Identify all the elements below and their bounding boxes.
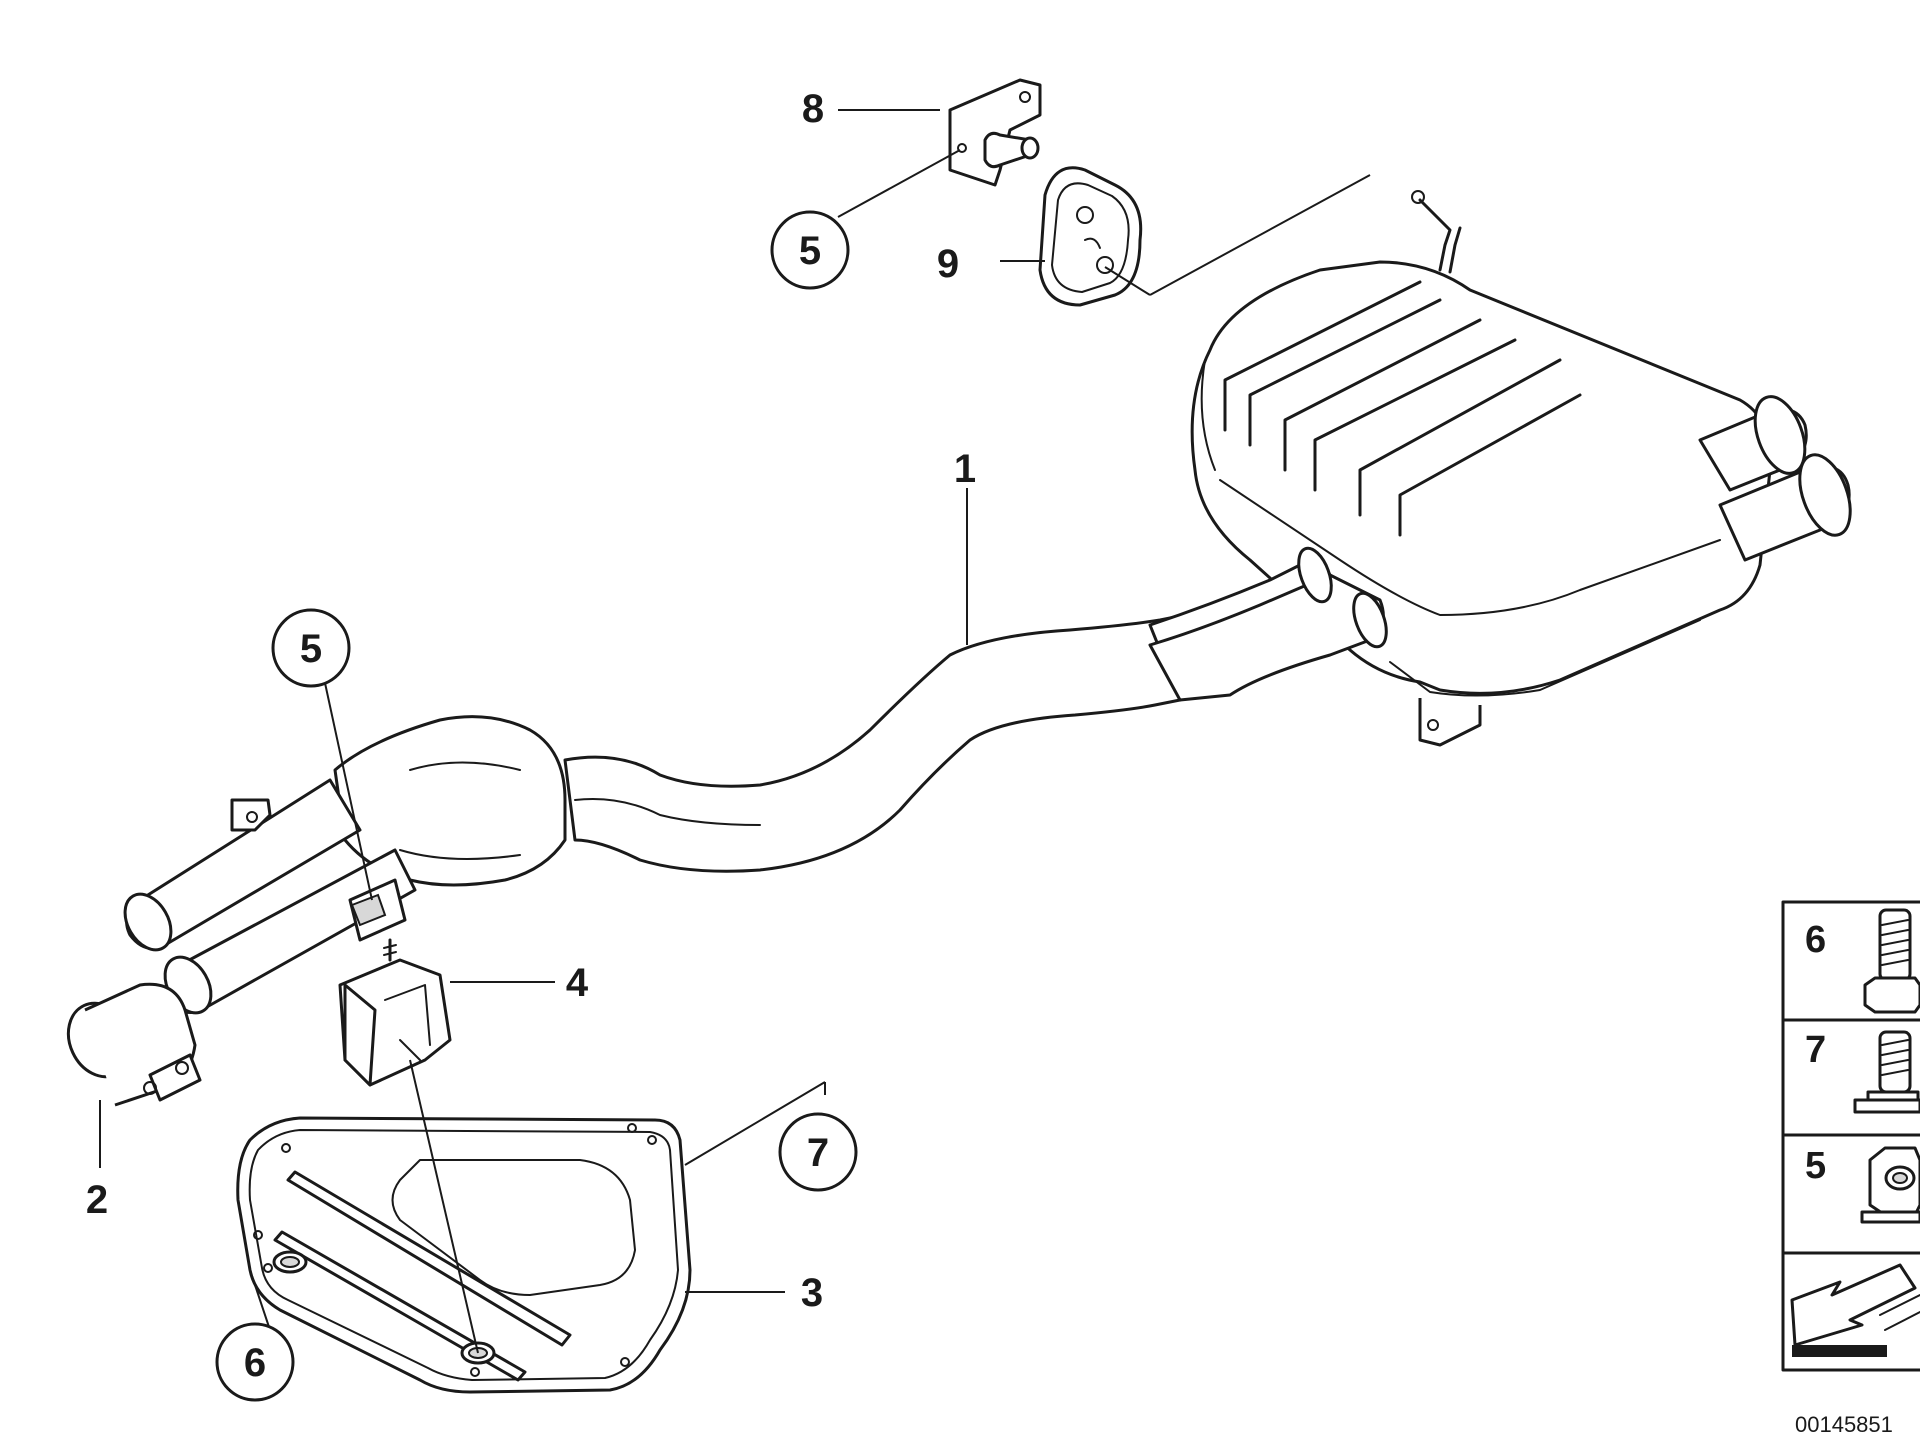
legend-row-direction-arrow (1790, 1263, 1920, 1357)
flange-bolt-icon (1853, 1030, 1920, 1114)
callout-4: 4 (566, 961, 589, 1005)
callout-2: 2 (86, 1178, 108, 1222)
rubber-mount (338, 938, 452, 1087)
direction-arrow-icon (1790, 1263, 1920, 1357)
hex-nut-icon (1860, 1146, 1920, 1224)
legend-row-hex-nut: 5 (1805, 1145, 1920, 1224)
hex-bolt-icon (1863, 908, 1920, 1014)
callout-label: 3 (801, 1271, 823, 1315)
callout-circle (215, 1322, 295, 1402)
hanger-bracket (948, 78, 1042, 187)
callout-circle (271, 608, 351, 688)
callout-circle (770, 210, 850, 290)
callout-5-top: 5 (770, 210, 850, 290)
callout-label: 4 (566, 961, 589, 1005)
legend-label: 6 (1805, 919, 1826, 961)
pipe-clamp (66, 982, 202, 1107)
callout-3: 3 (801, 1271, 823, 1315)
middle-pipe (123, 546, 1388, 1015)
legend-row-hex-bolt: 6 (1805, 908, 1920, 1014)
callout-label: 1 (954, 447, 976, 491)
callout-label: 7 (807, 1131, 829, 1175)
fastener-legend: 6 7 5 (1781, 900, 1920, 1372)
callout-label: 5 (799, 229, 821, 273)
callout-6-bottom: 6 (215, 1322, 295, 1402)
document-number: 00145851 (1795, 1412, 1893, 1437)
callout-label: 5 (300, 627, 322, 671)
callout-label: 2 (86, 1178, 108, 1222)
rubber-hanger (1038, 166, 1143, 307)
callout-5-left: 5 (271, 608, 351, 688)
legend-label: 5 (1805, 1145, 1826, 1187)
callout-1: 1 (954, 447, 976, 491)
document-number-text: 00145851 (1795, 1412, 1893, 1437)
callout-circle (778, 1112, 858, 1192)
heat-shield (236, 1116, 692, 1394)
callout-label: 6 (244, 1341, 266, 1385)
mount-bracket (348, 878, 407, 942)
legend-row-flange-bolt: 7 (1805, 1029, 1920, 1114)
leader-lines (99, 109, 1371, 1354)
callout-label: 8 (802, 87, 824, 131)
callout-9: 9 (937, 242, 959, 286)
legend-label: 7 (1805, 1029, 1826, 1071)
callout-8: 8 (802, 87, 824, 131)
callout-label: 9 (937, 242, 959, 286)
callout-7-circle: 7 (778, 1112, 858, 1192)
